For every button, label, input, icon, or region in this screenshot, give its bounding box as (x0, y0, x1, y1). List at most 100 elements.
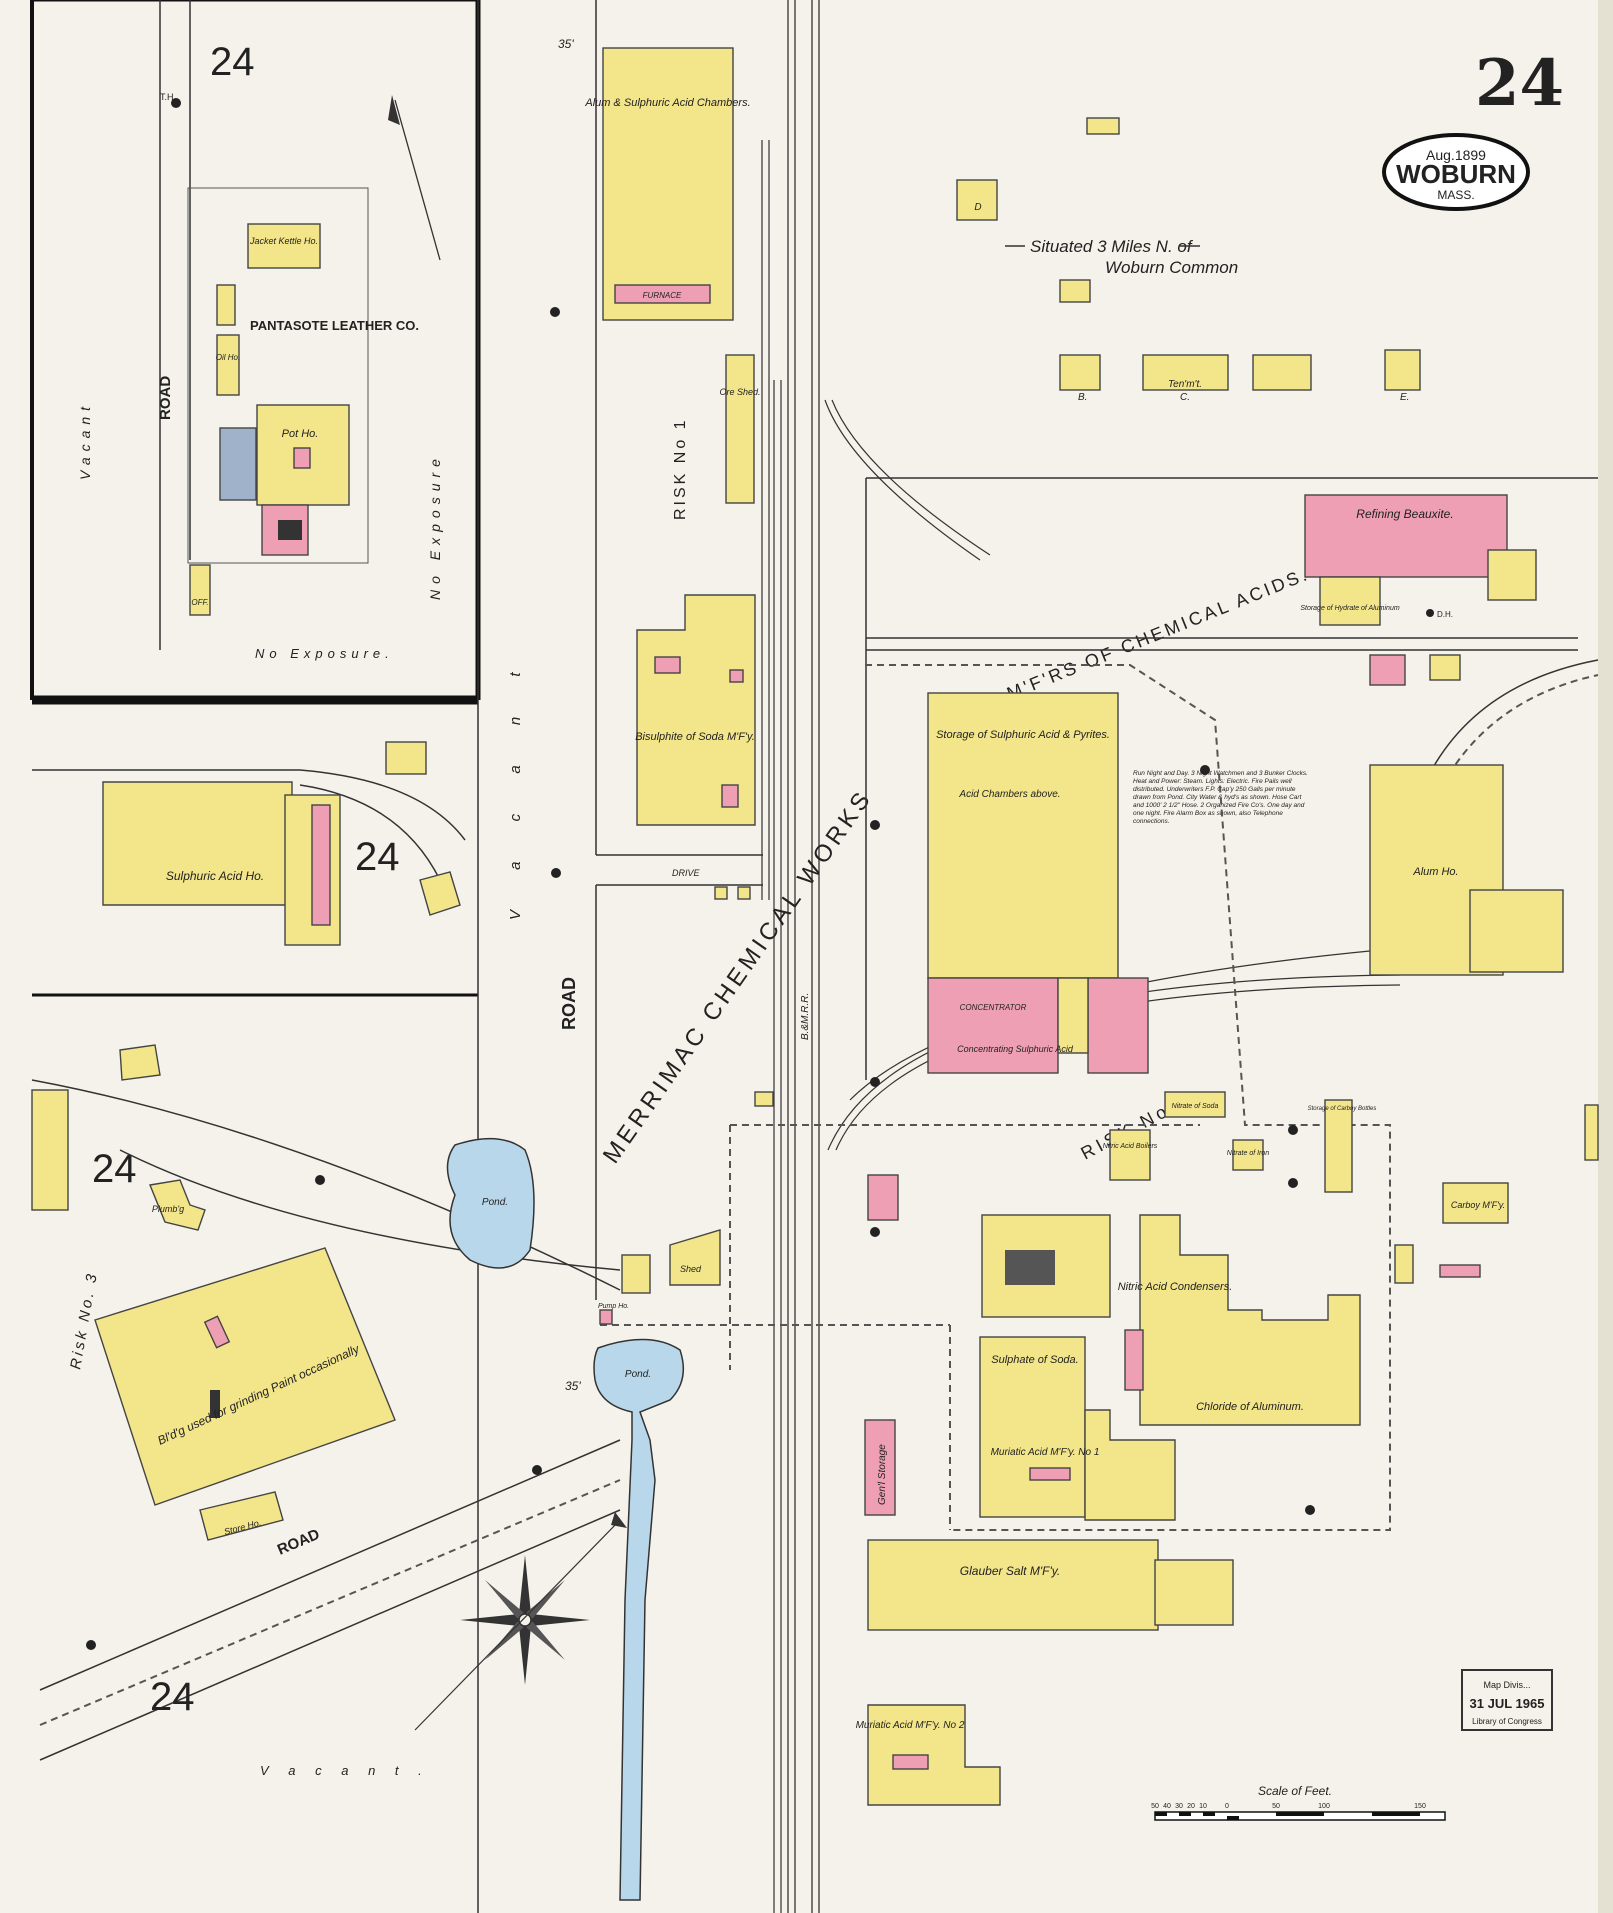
hydrant (1305, 1505, 1315, 1515)
hydrants (86, 307, 1315, 1650)
oil-label: Oil Ho. (216, 353, 240, 362)
scale-tick-label: 50 (1151, 1803, 1159, 1810)
vacant-bottom: V a c a n t . (260, 1763, 430, 1778)
depth-marker-2: 35' (565, 1379, 581, 1393)
inset-sheet-label-2: 24 (355, 835, 400, 879)
furnace-mark (293, 447, 311, 469)
carboy-storage (1324, 1099, 1353, 1193)
nitric-boilers (1109, 1129, 1151, 1181)
small-bldg (1059, 279, 1091, 303)
pink-strip (1124, 1329, 1144, 1391)
muriatic-1-bldg (1084, 1409, 1176, 1521)
hydrant (532, 1465, 542, 1475)
alum-chambers-label: Alum & Sulphuric Acid Chambers. (584, 97, 750, 109)
oil-house (216, 334, 240, 396)
pink-mark (203, 1315, 231, 1349)
storage-aluminum (1319, 576, 1381, 626)
location-note-2: Woburn Common (1105, 258, 1238, 277)
shed-label: Shed (680, 1264, 702, 1274)
nitric-condensers-bldg (1139, 1214, 1361, 1426)
gen-storage-label: Gen'l Storage (877, 1444, 888, 1505)
sulphate-bldg (979, 1336, 1086, 1518)
hydrant (1288, 1125, 1298, 1135)
drive-label: DRIVE (672, 868, 701, 878)
small-shed (621, 1254, 651, 1294)
small-bldg-4 (956, 179, 998, 221)
nitrate-soda-label: Nitrate of Soda (1172, 1103, 1219, 1110)
paper-edge (1598, 0, 1613, 1913)
furnace-mark (1439, 1264, 1481, 1278)
pot-house-label: Pot Ho. (282, 428, 319, 440)
furnace-label: FURNACE (643, 291, 682, 300)
dark-mark (210, 1390, 220, 1418)
bisulphite-bldg (636, 594, 756, 826)
dwelling-b (1059, 354, 1101, 391)
storage-sulphuric-label: Storage of Sulphuric Acid & Pyrites. (936, 729, 1110, 741)
depth-marker: 35' (558, 37, 574, 51)
library-stamp: Map Divis... 31 JUL 1965 Library of Cong… (1461, 1669, 1553, 1731)
furnace-mark (1029, 1467, 1071, 1481)
carboy-mfy-label: Carboy M'F'y. (1451, 1200, 1505, 1210)
risk-1: RISK No 1 (672, 417, 689, 520)
engine-mark (278, 520, 302, 540)
stamp-line1: Map Divis... (1483, 1680, 1530, 1690)
concentrator-label: CONCENTRATOR (960, 1003, 1027, 1012)
protection-note-text: Run Night and Day. 3 Night Watchmen and … (1133, 770, 1308, 825)
office (189, 564, 211, 616)
sheet-date: Aug.1899 (1426, 147, 1486, 163)
inset-sheet-label-4: 24 (150, 1675, 195, 1719)
small-bldg (419, 871, 461, 916)
small-bldg (737, 886, 751, 900)
concentrating-bldg (927, 977, 1059, 1074)
pantasote-label: PANTASOTE LEATHER CO. (250, 318, 419, 333)
scale-bar (1154, 1811, 1446, 1821)
stamp-line3: Library of Congress (1472, 1717, 1542, 1726)
hydrant (315, 1175, 325, 1185)
shed-right (1584, 1104, 1599, 1161)
pan-mark (1005, 1250, 1055, 1285)
tenement-label: Ten'm't. (1168, 379, 1202, 390)
glauber-label: Glauber Salt M'F'y. (960, 1564, 1060, 1578)
road-left: ROAD (157, 376, 174, 420)
hydrant (870, 1227, 880, 1237)
state-name: MASS. (1437, 188, 1474, 202)
concentrator-2 (1087, 977, 1149, 1074)
glauber-annex (1154, 1559, 1234, 1626)
glauber-salt-bldg (867, 1539, 1159, 1631)
general-storage (864, 1419, 896, 1516)
plumbing-bldg (149, 1179, 206, 1231)
no-exposure-right: No Exposure (427, 453, 443, 600)
small-bldg (714, 886, 728, 900)
bldg-d-label: D (974, 202, 981, 213)
small-bldg (1057, 977, 1089, 1054)
oil-house-10 (867, 1174, 899, 1221)
scale-tick-label: 10 (1199, 1803, 1207, 1810)
muriatic-1-label: Muriatic Acid M'F'y. No 1 (991, 1447, 1100, 1458)
ore-shed (725, 354, 755, 504)
hydrant (870, 820, 880, 830)
dry-hydrant (1426, 609, 1434, 617)
railroad: B.&M.R.R. (761, 0, 1401, 1913)
small-bldg (1086, 117, 1120, 135)
edge-bldg-19 (31, 1089, 69, 1211)
nitrate-iron (1232, 1139, 1264, 1171)
acid-chambers-above: Acid Chambers above. (958, 789, 1060, 800)
vacant-center: V a c a n t (507, 654, 524, 920)
nitrate-soda (1164, 1091, 1226, 1118)
jacket-kettle-label: Jacket Kettle Ho. (249, 236, 318, 246)
scale-tick-label: 30 (1175, 1803, 1183, 1810)
hydrant (1200, 765, 1210, 775)
pump-house (599, 1309, 613, 1325)
small-bldg (1429, 654, 1461, 681)
furnace-annex (1487, 549, 1537, 601)
vacant-left: Vacant (77, 401, 93, 480)
furnace-mark (892, 1754, 929, 1770)
hydrant (870, 1077, 880, 1087)
hydrant (1288, 1178, 1298, 1188)
pump-ho-label: Pump Ho. (598, 1303, 629, 1310)
bldg-e-label: E. (1400, 392, 1409, 403)
sulphuric-acid-house-label: Sulphuric Acid Ho. (166, 869, 264, 883)
no-exposure-bottom: No Exposure. (255, 646, 394, 661)
scale-tick-label: 0 (1225, 1803, 1229, 1810)
stamp-line2: 31 JUL 1965 (1470, 1696, 1545, 1711)
